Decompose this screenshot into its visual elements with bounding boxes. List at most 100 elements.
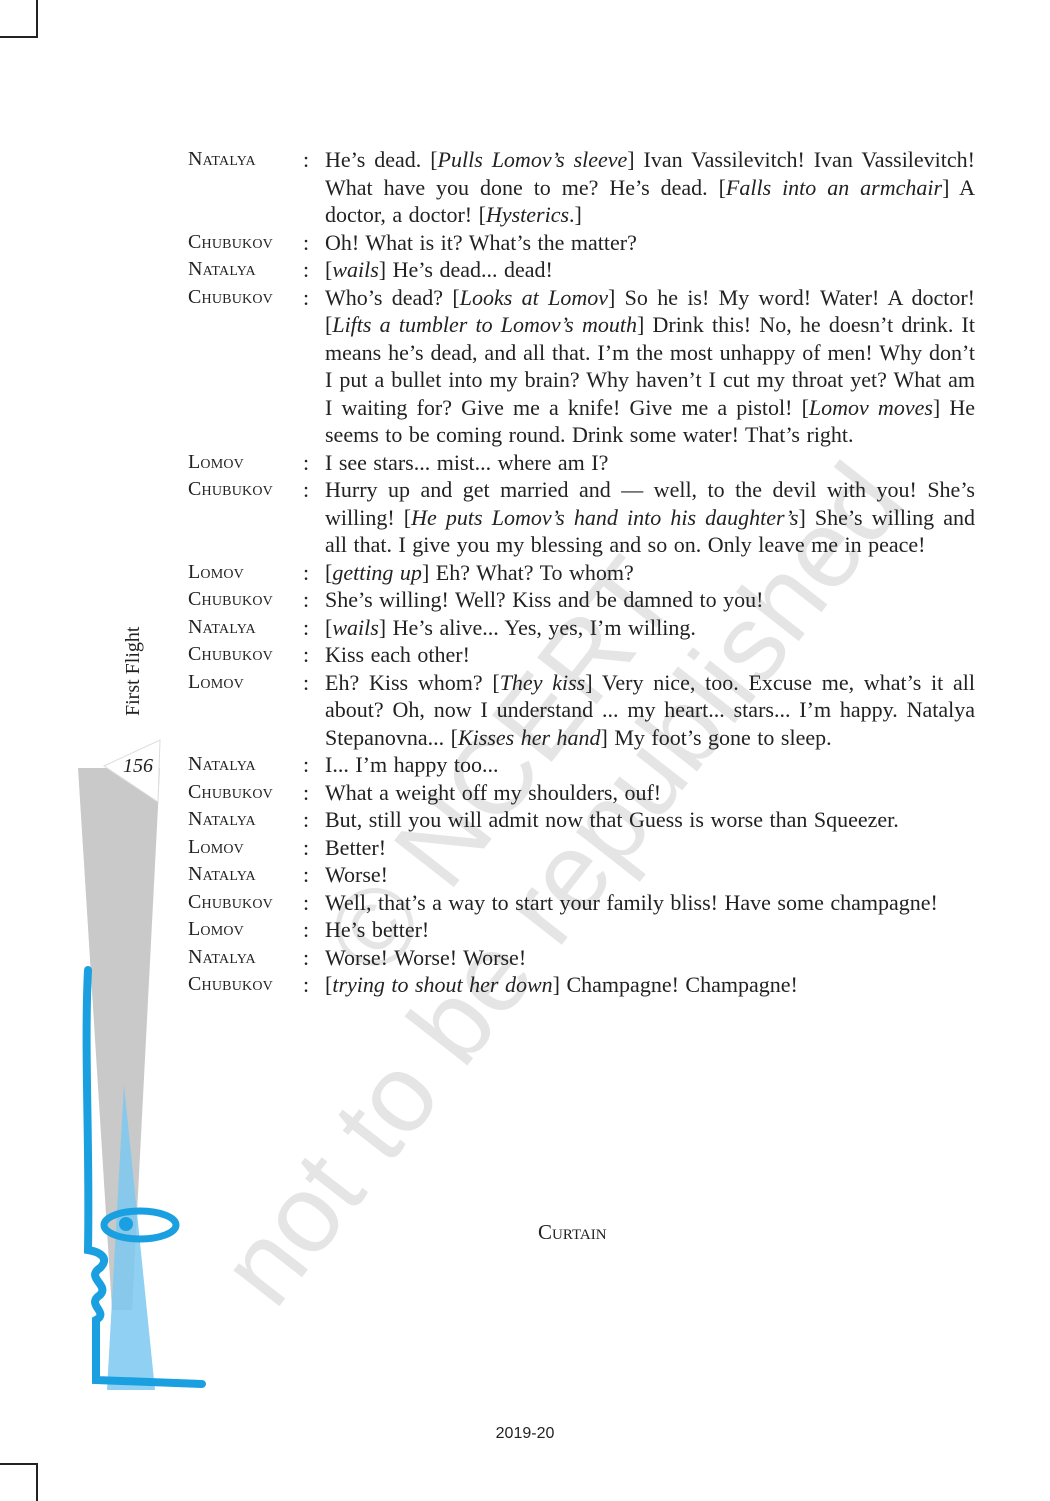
speaker-name: Chubukov (188, 588, 273, 610)
speech-text: What a weight off my shoulders, ouf! (325, 779, 662, 805)
stage-direction: Falls into an armchair (725, 174, 943, 200)
colon-separator: : (303, 449, 310, 475)
dialogue-line: Chubukov: [trying to shout her down] Cham… (188, 971, 975, 999)
speech-text: Who’s dead? [ (325, 284, 460, 310)
speech-text: ] She’s willing and all that. I give you… (325, 504, 975, 558)
speaker-name: Lomov (188, 670, 244, 693)
speaker-name: Lomov (188, 918, 244, 940)
speaker-name: Lomov (188, 835, 244, 858)
dialogue-text: He’s better! (325, 916, 975, 944)
speech-text: ] Eh? What? To whom? (421, 559, 634, 585)
speaker-name: Natalya (188, 945, 256, 968)
dialogue-text: Worse! Worse! Worse! (325, 944, 975, 972)
speaker-name: Natalya (188, 753, 256, 775)
dialogue-text: Oh! What is it? What’s the matter? (325, 229, 975, 257)
speech-text: Kiss each other! (325, 642, 470, 667)
speech-text: ] He’s alive... Yes, yes, I’m willing. (378, 614, 696, 640)
speaker-name: Natalya (188, 615, 256, 638)
speech-text: I... I’m happy too... (325, 752, 499, 777)
colon-separator: : (303, 807, 310, 832)
dialogue-line: Lomov:Eh? Kiss whom? [They kiss] Very ni… (188, 669, 975, 752)
colon-separator: : (303, 752, 310, 777)
dialogue-line: Chubukov: What a weight off my shoulders,… (188, 779, 975, 807)
speech-text: I see stars... mist... where am I? (325, 449, 609, 475)
speech-text: ] My foot’s gone to sleep. (600, 724, 832, 750)
dialogue-text: [wails] He’s alive... Yes, yes, I’m will… (325, 614, 975, 642)
speech-text: He’s better! (325, 917, 430, 942)
colon-separator: : (303, 917, 310, 942)
dialogue-text: Kiss each other! (325, 641, 975, 669)
speech-text: ] He’s dead... dead! (378, 257, 553, 282)
speech-text: He’s dead. [ (325, 147, 438, 172)
stage-direction: getting up (332, 559, 422, 585)
speaker-name: Natalya (188, 148, 256, 170)
footer-year: 2019-20 (495, 1425, 555, 1442)
stage-direction: They kiss (499, 669, 586, 695)
stage-direction: wails (332, 257, 379, 282)
speech-text: ] So he is! My word! Water! A doctor! [ (325, 284, 975, 338)
dialogue-line: Chubukov:Who’s dead? [Looks at Lomov] So… (188, 284, 975, 449)
stage-direction: He puts Lomov’s hand into his daughter’s (411, 504, 799, 530)
speech-text: [ (325, 559, 333, 585)
speaker-name: Chubukov (188, 890, 273, 913)
dialogue-line: Chubukov: Oh! What is it? What’s the matt… (188, 229, 975, 257)
speech-text: Worse! (325, 862, 388, 887)
speaker-name: Lomov (188, 560, 244, 583)
dialogue-text: [getting up] Eh? What? To whom? (325, 559, 975, 587)
colon-separator: : (303, 614, 310, 640)
stage-direction: Pulls Lomov’s sleeve (437, 147, 628, 172)
colon-separator: : (303, 477, 310, 502)
speaker-name: Natalya (188, 258, 256, 280)
speaker-name: Chubukov (188, 973, 273, 995)
dialogue-line: Natalya:Worse! (188, 861, 975, 889)
stage-direction: Kisses her hand (457, 724, 601, 750)
speech-text: .] (569, 202, 582, 227)
dialogue-text: She’s willing! Well? Kiss and be damned … (325, 586, 975, 614)
speech-text: ] Drink this! No, he doesn’t drink. It m… (325, 312, 975, 420)
dialogue-line: Lomov: He’s better! (188, 916, 975, 944)
colon-separator: : (303, 972, 310, 997)
dialogue-text: Better! (325, 834, 975, 862)
speaker-name: Chubukov (188, 285, 273, 308)
speech-text: ] He seems to be coming round. Drink som… (325, 394, 976, 448)
page-number: 156 (123, 755, 153, 777)
speaker-name: Chubukov (188, 643, 273, 665)
speech-text: Eh? Kiss whom? [ (325, 669, 500, 695)
speaker-name: Chubukov (188, 230, 273, 253)
play-dialogue: Natalya: He’s dead. [Pulls Lomov’s sleeve… (188, 146, 975, 999)
colon-separator: : (303, 779, 310, 805)
dialogue-line: Natalya: I... I’m happy too... (188, 751, 975, 779)
stage-direction: Looks at Lomov (459, 284, 608, 310)
speaker-name: Chubukov (188, 780, 273, 803)
speech-text: [ (325, 614, 333, 640)
colon-separator: : (303, 147, 310, 172)
speaker-name: Natalya (188, 808, 256, 830)
speech-text: Worse! Worse! Worse! (325, 944, 527, 970)
speaker-name: Lomov (188, 450, 244, 473)
dialogue-text: He’s dead. [Pulls Lomov’s sleeve] Ivan V… (325, 146, 975, 229)
speech-text: ] Champagne! Champagne! (552, 972, 798, 997)
dialogue-text: What a weight off my shoulders, ouf! (325, 779, 975, 807)
colon-separator: : (303, 889, 310, 915)
speech-text: Hurry up and get married and — well, to … (325, 477, 975, 530)
eye-pupil (119, 1217, 133, 1231)
colon-separator: : (303, 229, 310, 255)
colon-separator: : (303, 587, 310, 612)
eye-icon (100, 1207, 180, 1243)
colon-separator: : (303, 944, 310, 970)
dialogue-text: But, still you will admit now that Guess… (325, 806, 975, 834)
dialogue-line: Lomov:[getting up] Eh? What? To whom? (188, 559, 975, 587)
speech-text: ] Ivan Vassilevitch! Ivan Vassilevitch! … (325, 147, 975, 200)
speech-text: Better! (325, 834, 387, 860)
crop-mark-bottom (0, 1463, 38, 1501)
colon-separator: : (303, 862, 310, 887)
dialogue-text: I... I’m happy too... (325, 751, 975, 779)
dialogue-text: [wails] He’s dead... dead! (325, 256, 975, 284)
curtain-label: Curtain (538, 1220, 607, 1244)
stage-direction: Lifts a tumbler to Lomov’s mouth (332, 312, 637, 337)
dialogue-line: Natalya:[wails] He’s dead... dead! (188, 256, 975, 284)
colon-separator: : (303, 834, 310, 860)
speech-text: [ (325, 972, 333, 997)
dialogue-text: [trying to shout her down] Champagne! Ch… (325, 971, 975, 999)
book-title: First Flight (122, 626, 144, 716)
